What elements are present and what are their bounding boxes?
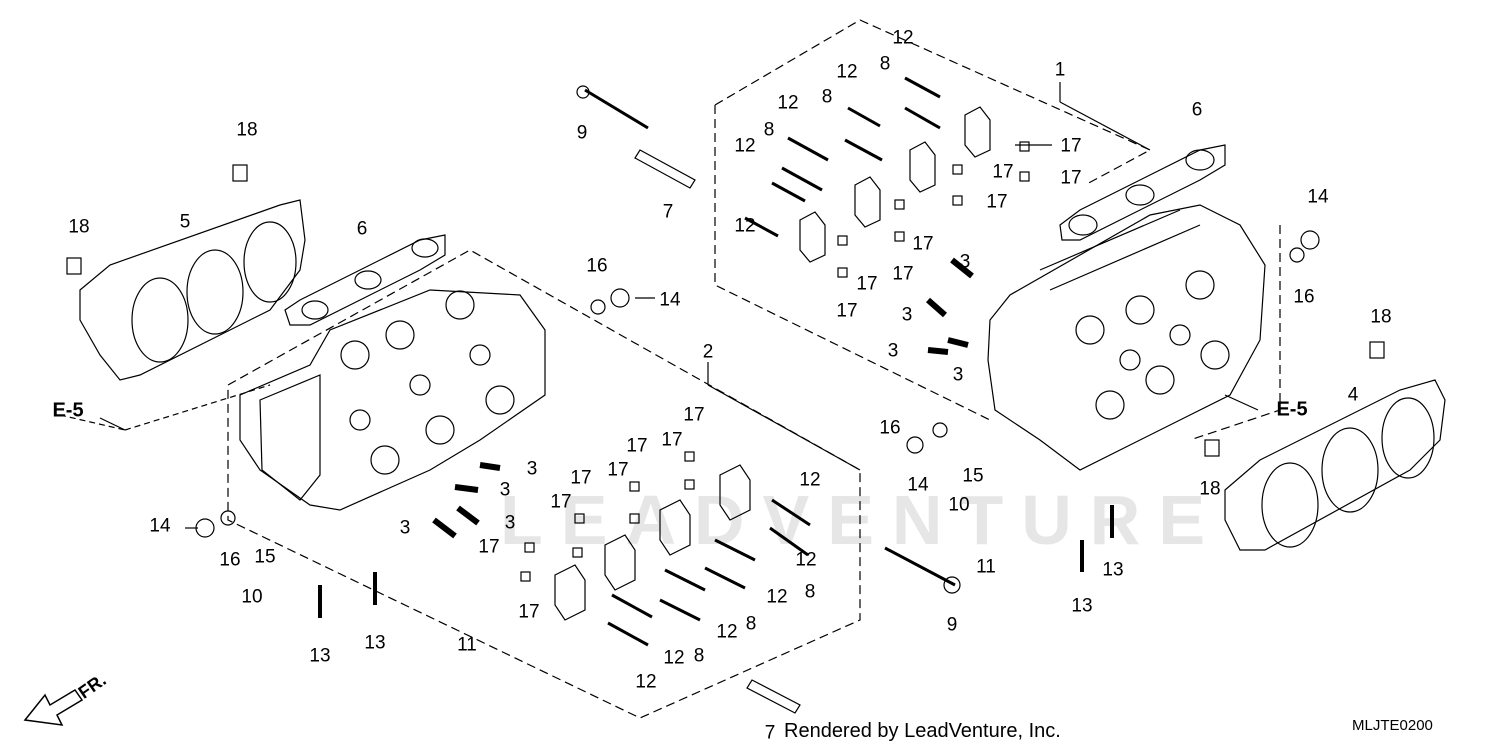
callout-14: 14 — [907, 474, 929, 496]
callout-7: 7 — [662, 201, 674, 223]
exhaust-gasket-left — [284, 234, 446, 326]
callout-5: 5 — [179, 211, 191, 233]
callout-11: 11 — [457, 634, 477, 656]
callout-3: 3 — [526, 458, 538, 480]
callout-17: 17 — [607, 459, 629, 481]
callout-9: 9 — [946, 614, 958, 636]
callout-17: 17 — [912, 233, 934, 255]
callout-12: 12 — [635, 671, 657, 693]
callout-12: 12 — [734, 215, 756, 237]
callout-16: 16 — [879, 417, 901, 439]
callout-8: 8 — [693, 645, 705, 667]
head-gasket-right — [1224, 379, 1446, 551]
callout-17: 17 — [1060, 135, 1082, 157]
cam-caps-left — [554, 464, 751, 621]
callout-17: 17 — [478, 536, 500, 558]
callout-12: 12 — [734, 135, 756, 157]
callout-12: 12 — [716, 621, 738, 643]
callout-10: 10 — [241, 586, 263, 608]
callout-15: 15 — [254, 546, 276, 568]
callout-7: 7 — [764, 722, 776, 744]
callout-8: 8 — [879, 53, 891, 75]
cam-caps-right — [799, 106, 991, 263]
reference-label-right: E-5 — [1276, 398, 1308, 421]
callout-8: 8 — [821, 86, 833, 108]
assembly-outline-left — [227, 249, 861, 719]
callout-3: 3 — [952, 364, 964, 386]
callout-12: 12 — [892, 27, 914, 49]
callout-3: 3 — [499, 479, 511, 501]
callout-18: 18 — [1199, 478, 1221, 500]
callout-17: 17 — [518, 601, 540, 623]
callout-8: 8 — [804, 581, 816, 603]
callout-12: 12 — [795, 549, 817, 571]
callout-1: 1 — [1054, 59, 1066, 81]
reference-label-left: E-5 — [52, 399, 84, 422]
callout-10: 10 — [948, 494, 970, 516]
callout-17: 17 — [986, 191, 1008, 213]
callout-16: 16 — [586, 255, 608, 277]
callout-2: 2 — [702, 341, 714, 363]
callout-17: 17 — [856, 273, 878, 295]
callout-14: 14 — [659, 289, 681, 311]
callout-18: 18 — [1370, 306, 1392, 328]
callout-3: 3 — [887, 340, 899, 362]
exhaust-gasket-right — [1059, 144, 1226, 241]
cylinder-head-left — [239, 289, 546, 511]
callout-8: 8 — [763, 119, 775, 141]
callout-16: 16 — [219, 549, 241, 571]
callout-17: 17 — [626, 435, 648, 457]
callout-4: 4 — [1347, 384, 1359, 406]
callout-17: 17 — [550, 491, 572, 513]
callout-6: 6 — [356, 218, 368, 240]
callout-17: 17 — [892, 263, 914, 285]
credit-text: Rendered by LeadVenture, Inc. — [784, 720, 1061, 742]
callout-13: 13 — [364, 632, 386, 654]
assembly-outline-right — [714, 19, 1152, 186]
callout-18: 18 — [236, 119, 258, 141]
watermark: LEADVENTURE — [500, 481, 1224, 559]
callout-12: 12 — [663, 647, 685, 669]
callout-17: 17 — [992, 161, 1014, 183]
callout-18: 18 — [68, 216, 90, 238]
callout-6: 6 — [1191, 99, 1203, 121]
callout-12: 12 — [766, 586, 788, 608]
callout-3: 3 — [959, 251, 971, 273]
callout-13: 13 — [1102, 559, 1124, 581]
callout-17: 17 — [1060, 167, 1082, 189]
callout-3: 3 — [504, 512, 516, 534]
callout-12: 12 — [836, 61, 858, 83]
callout-15: 15 — [962, 465, 984, 487]
callout-8: 8 — [745, 613, 757, 635]
callout-12: 12 — [799, 469, 821, 491]
callout-14: 14 — [1307, 186, 1329, 208]
callout-17: 17 — [683, 404, 705, 426]
callout-12: 12 — [777, 92, 799, 114]
callout-17: 17 — [661, 429, 683, 451]
callout-14: 14 — [149, 515, 171, 537]
callout-13: 13 — [1071, 595, 1093, 617]
callout-13: 13 — [309, 645, 331, 667]
callout-16: 16 — [1293, 286, 1315, 308]
callout-17: 17 — [836, 300, 858, 322]
diagram-code: MLJTE0200 — [1352, 717, 1433, 734]
callout-9: 9 — [576, 122, 588, 144]
front-arrow-icon — [23, 688, 84, 726]
callout-3: 3 — [399, 517, 411, 539]
callout-17: 17 — [570, 467, 592, 489]
callout-11: 11 — [976, 556, 996, 578]
callout-3: 3 — [901, 304, 913, 326]
head-gasket-left — [79, 199, 306, 381]
cylinder-head-right — [987, 204, 1266, 471]
